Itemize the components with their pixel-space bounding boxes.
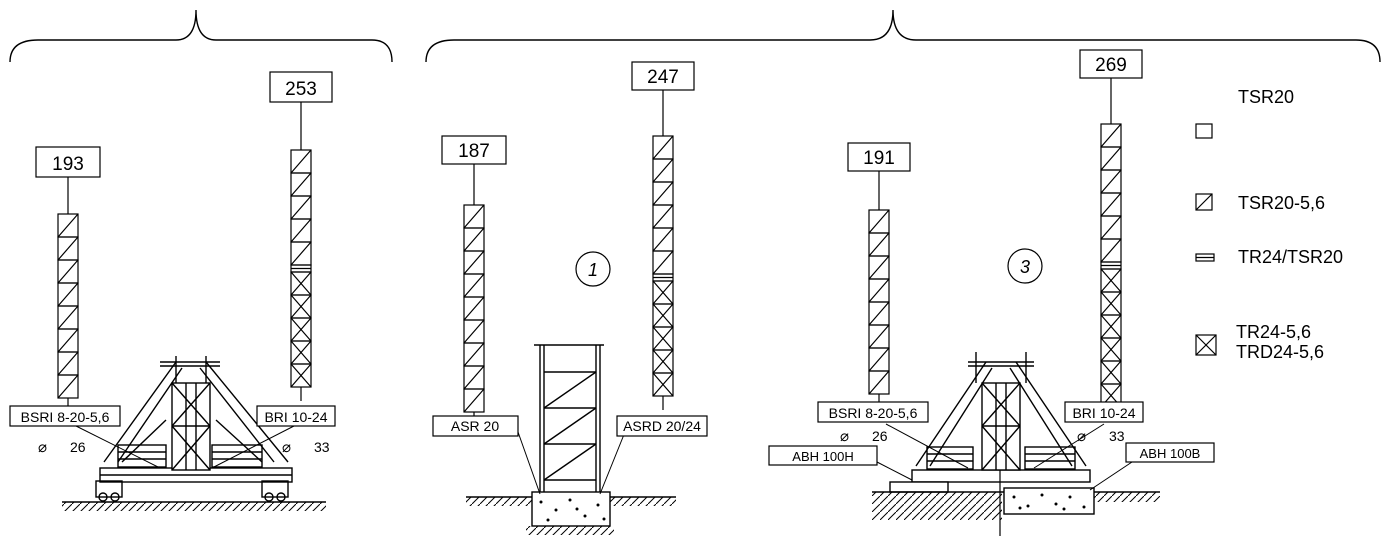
diameter-left-a: 26 (70, 439, 86, 455)
mast-height-mid-short: 187 (458, 141, 490, 162)
tag-abh-h: ABH 100H (792, 449, 853, 464)
mast-mid-tall (652, 135, 674, 410)
tag-box-asrd (616, 415, 708, 437)
circle-marker-right (1007, 248, 1043, 284)
tag-asrd: ASRD 20/24 (623, 418, 701, 434)
brace-right (425, 9, 1381, 63)
mast-mid-short (463, 204, 485, 426)
legend-label-tr24-tsr20: TR24/TSR20 (1238, 247, 1343, 267)
circle-marker-mid (575, 251, 611, 287)
tag-bri-left: BRI 10-24 (264, 409, 327, 425)
tag-box-bri-right (1064, 401, 1144, 423)
legend (1195, 123, 1217, 356)
circle-label-mid: 1 (588, 260, 598, 280)
mast-height-left-short: 193 (52, 154, 84, 175)
tag-box-bri-left (256, 405, 336, 427)
tag-bsri-right: BSRI 8-20-5,6 (829, 405, 918, 421)
foundation-right (872, 487, 1160, 520)
mast-right-short (868, 209, 890, 408)
foundation-mid (466, 491, 676, 535)
diameter-left-b: 33 (314, 439, 330, 455)
label-box-right-tall (1079, 49, 1143, 79)
brace-left (9, 9, 393, 63)
ground-left (62, 501, 326, 511)
mast-right-tall (1100, 123, 1122, 421)
tag-box-abh-h (768, 445, 878, 466)
plain-square-icon (1195, 123, 1213, 139)
chassis-left (95, 356, 293, 502)
crossed-square-icon (1195, 334, 1217, 356)
diameter-symbol-icon: ⌀ (840, 428, 849, 445)
mast-height-right-short: 191 (863, 148, 895, 169)
diameter-symbol-icon: ⌀ (282, 439, 291, 456)
diameter-right-b: 33 (1109, 428, 1125, 444)
tag-box-abh-b (1125, 442, 1215, 463)
legend-label-trd24-56: TRD24-5,6 (1236, 342, 1324, 362)
diameter-symbol-icon: ⌀ (1077, 428, 1086, 445)
legend-label-tsr20-56: TSR20-5,6 (1238, 193, 1325, 213)
hatched-square-icon (1195, 193, 1213, 211)
mast-height-mid-tall: 247 (647, 67, 679, 88)
anchored-column-mid (534, 344, 604, 495)
label-box-left-short (35, 146, 101, 178)
legend-label-tr24-56: TR24-5,6 (1236, 322, 1311, 342)
mast-height-right-tall: 269 (1095, 55, 1127, 76)
legend-label-tsr20: TSR20 (1238, 87, 1294, 107)
double-line-rect-icon (1195, 253, 1215, 262)
diameter-right-a: 26 (872, 428, 888, 444)
label-box-mid-short (441, 135, 507, 165)
tag-asr: ASR 20 (451, 418, 499, 434)
label-box-left-tall (269, 71, 333, 103)
mast-height-left-tall: 253 (285, 79, 317, 100)
tag-box-bsri-right (817, 401, 929, 423)
label-box-right-short (847, 142, 911, 172)
tag-box-bsri-left (9, 405, 121, 427)
tag-box-asr (432, 415, 519, 437)
mast-left-short (57, 213, 79, 412)
tag-bsri-left: BSRI 8-20-5,6 (21, 409, 110, 425)
tag-abh-b: ABH 100B (1140, 446, 1201, 461)
circle-label-right: 3 (1020, 257, 1030, 277)
mast-left-tall (290, 149, 312, 401)
diameter-symbol-icon: ⌀ (38, 439, 47, 456)
tag-bri-right: BRI 10-24 (1072, 405, 1135, 421)
